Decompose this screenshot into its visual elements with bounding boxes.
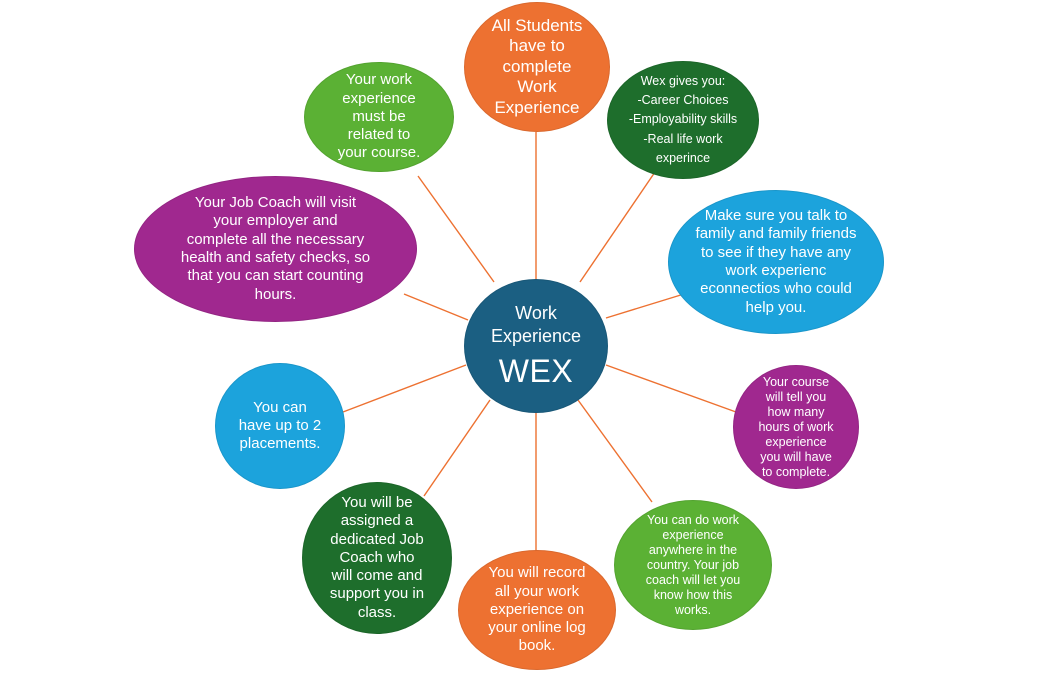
bubble-talk-to-family-text: Make sure you talk to family and family …	[695, 207, 857, 316]
connector-right-mid	[605, 364, 737, 413]
connector-left	[403, 293, 469, 321]
bubble-online-log-book-text: You will record all your work experience…	[488, 564, 586, 655]
bubble-dedicated-job-coach-text: You will be assigned a dedicated Job Coa…	[329, 493, 425, 621]
connector-top-right	[579, 171, 656, 283]
bubble-two-placements-text: You can have up to 2 placements.	[238, 398, 322, 453]
connector-bottom-right	[577, 399, 653, 503]
connector-right	[605, 293, 685, 319]
connector-bottom-left	[423, 399, 491, 497]
bubble-anywhere-in-country: You can do work experience anywhere in t…	[614, 500, 772, 630]
bubble-dedicated-job-coach: You will be assigned a dedicated Job Coa…	[302, 482, 452, 634]
bubble-health-safety-checks: Your Job Coach will visit your employer …	[134, 176, 417, 322]
connector-top-left	[417, 175, 495, 283]
hub-work-experience: Work Experience WEX	[464, 279, 608, 413]
bubble-wex-gives-you-text: Wex gives you: -Career Choices -Employab…	[628, 73, 738, 166]
hub-title: Work Experience	[490, 303, 582, 346]
hub-subtitle: WEX	[498, 353, 574, 389]
bubble-health-safety-checks-text: Your Job Coach will visit your employer …	[180, 194, 371, 303]
bubble-course-hours-text: Your course will tell you how many hours…	[758, 374, 834, 479]
bubble-talk-to-family: Make sure you talk to family and family …	[668, 190, 884, 334]
bubble-online-log-book: You will record all your work experience…	[458, 550, 616, 670]
bubble-course-hours: Your course will tell you how many hours…	[733, 365, 859, 489]
bubble-anywhere-in-country-text: You can do work experience anywhere in t…	[645, 512, 741, 617]
bubble-all-students: All Students have to complete Work Exper…	[464, 2, 610, 132]
connector-left-mid	[342, 364, 467, 413]
bubble-wex-gives-you: Wex gives you: -Career Choices -Employab…	[607, 61, 759, 179]
bubble-related-to-course-text: Your work experience must be related to …	[337, 71, 421, 162]
bubble-two-placements: You can have up to 2 placements.	[215, 363, 345, 489]
bubble-related-to-course: Your work experience must be related to …	[304, 62, 454, 172]
bubble-all-students-text: All Students have to complete Work Exper…	[491, 16, 583, 117]
